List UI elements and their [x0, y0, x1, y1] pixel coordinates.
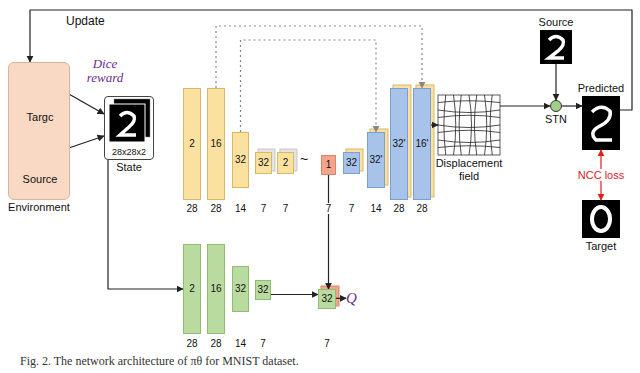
- connector: [216, 26, 422, 88]
- layer-block: 17: [321, 155, 336, 175]
- environment-box: EnvironmentTargcSource: [8, 62, 70, 200]
- state-box: 28x28x2State: [104, 96, 154, 160]
- channel-count: 16': [415, 139, 428, 149]
- spatial-size: 28: [185, 203, 198, 214]
- field-label: Displacement field: [431, 157, 507, 182]
- edge-label: NCC loss: [576, 169, 626, 181]
- channel-count: 32: [235, 284, 246, 294]
- connector: [30, 10, 632, 110]
- layer-block: 16'28: [413, 88, 431, 200]
- channel-count: 2: [189, 139, 195, 149]
- layer-block: 32'14: [367, 132, 385, 188]
- channel-count: 2: [189, 284, 195, 294]
- digit-two: [120, 113, 136, 136]
- spatial-size: 7: [348, 203, 356, 214]
- spatial-size: 28: [209, 338, 222, 349]
- layer-block: 3214: [232, 266, 249, 312]
- reward-label: Dice reward: [82, 57, 128, 86]
- stn-node: STN: [550, 100, 562, 112]
- spatial-size: 7: [259, 338, 267, 349]
- channel-count: 32: [258, 158, 269, 168]
- channel-count: 32: [235, 155, 246, 165]
- layer-block: 27: [277, 152, 294, 174]
- source-image: [540, 30, 572, 64]
- layer-block: 327: [255, 152, 272, 174]
- spatial-size: 28: [209, 203, 222, 214]
- layer-block: 327: [255, 280, 271, 300]
- channel-count: 16: [210, 284, 221, 294]
- spatial-size: 7: [260, 203, 268, 214]
- connector: [500, 105, 550, 106]
- image-box: Predicted: [582, 96, 620, 150]
- image-box: Targc: [20, 69, 60, 109]
- channel-count: 32: [257, 285, 268, 295]
- displacement-grid: [438, 95, 500, 155]
- state-label: State: [116, 161, 142, 173]
- digit-zero: [592, 207, 610, 231]
- spatial-size: 28: [415, 203, 428, 214]
- spatial-size: 7: [325, 203, 333, 214]
- channel-count: 16: [210, 139, 221, 149]
- spatial-size: 7: [323, 338, 331, 349]
- image-label: Source: [539, 16, 574, 28]
- q-value: Q: [346, 290, 357, 307]
- spatial-size: 14: [369, 203, 382, 214]
- layer-block: 228: [183, 244, 201, 334]
- image-label: Target: [586, 240, 617, 252]
- image-label: Source: [23, 173, 58, 185]
- target-image: [582, 200, 620, 238]
- channel-count: 2: [283, 158, 289, 168]
- image-label: Predicted: [578, 82, 624, 94]
- image-box: Source: [20, 131, 60, 171]
- spatial-size: 7: [282, 203, 290, 214]
- channel-count: 32': [392, 139, 405, 149]
- channel-count: 32': [369, 155, 382, 165]
- spatial-size: 14: [234, 338, 247, 349]
- connector: [271, 294, 318, 295]
- connector: [562, 105, 582, 106]
- image-box: Source: [540, 30, 572, 64]
- channel-count: 32: [346, 158, 357, 168]
- digit-two: [549, 37, 564, 59]
- stn-label: STN: [545, 113, 567, 125]
- connector: [241, 40, 377, 132]
- channel-count: 1: [326, 160, 332, 170]
- layer-block: 32'28: [390, 88, 408, 200]
- environment-label: Environment: [8, 201, 70, 213]
- connector: [555, 64, 556, 100]
- image-box: Target: [582, 200, 620, 238]
- layer-block: 228: [183, 88, 201, 200]
- layer-block: 327: [343, 152, 360, 174]
- ellipsis-mark: ~: [300, 152, 308, 167]
- channel-count: 32: [321, 294, 332, 304]
- warped-digit: [592, 107, 612, 140]
- displacement-field: Displacement field: [438, 95, 500, 155]
- displacement-grid-ground: [438, 95, 500, 155]
- state-image-front: [109, 104, 145, 142]
- predicted-image: [582, 96, 620, 150]
- layer-block: 1628: [207, 244, 225, 334]
- spatial-size: 14: [234, 203, 247, 214]
- spatial-size: 28: [185, 338, 198, 349]
- image-label: Targc: [27, 111, 54, 123]
- state-size: 28x28x2: [105, 148, 153, 157]
- connector: [431, 124, 438, 125]
- figure-caption: Fig. 2. The network architecture of πθ f…: [20, 355, 299, 368]
- connector: [328, 175, 329, 289]
- layer-block: 327: [318, 289, 336, 309]
- connector: [108, 160, 183, 289]
- q-symbol: Q: [346, 290, 357, 307]
- connector: [336, 298, 346, 299]
- spatial-size: 28: [392, 203, 405, 214]
- layer-block: 3214: [232, 132, 249, 188]
- layer-block: 1628: [207, 88, 225, 200]
- update-label: Update: [66, 15, 105, 28]
